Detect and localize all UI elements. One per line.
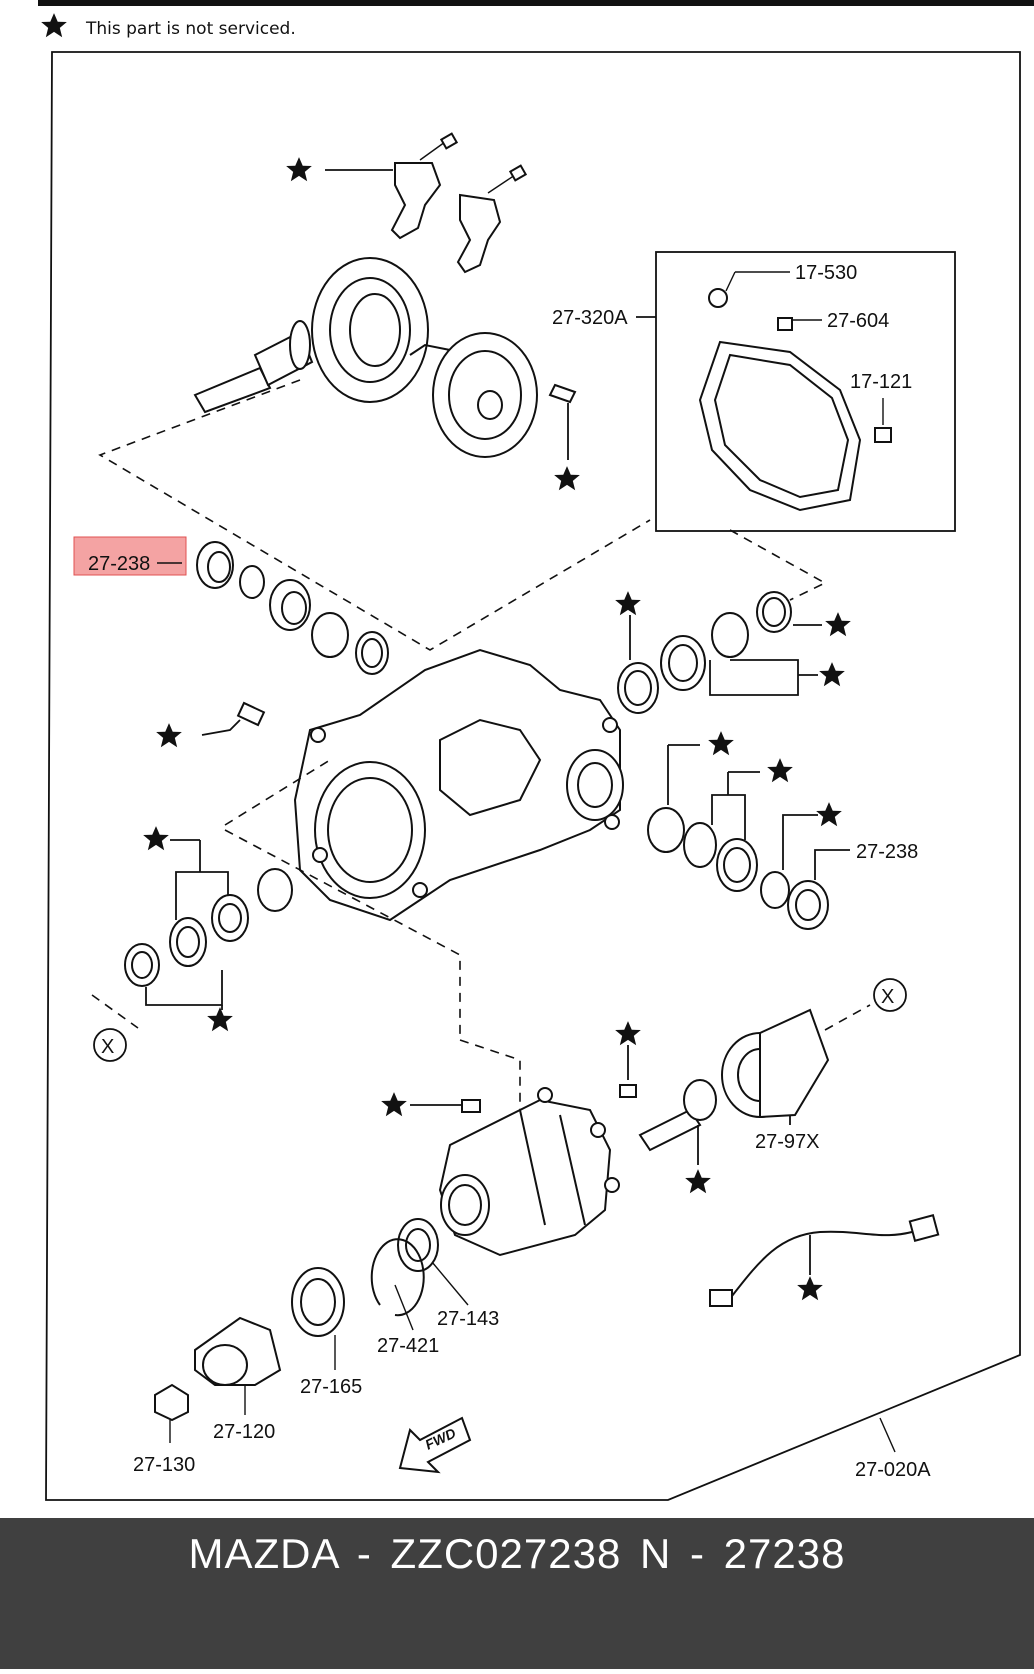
side-bearing-right-upper [617,591,792,714]
callout-x-right [873,978,907,1012]
star-icon [554,466,580,491]
legend-star-icon [41,13,67,38]
legend-text: This part is not serviced. [85,19,296,39]
footer-part-number: MAZDA - ZZC027238 N - 27238 [188,1530,846,1577]
callout-x-right-text: X [881,986,894,1008]
label-27-238: 27-238 [856,841,918,863]
label-27-165: 27-165 [300,1376,362,1398]
differential-housing [293,648,624,922]
star-icon [819,662,845,687]
star-icon [286,157,312,182]
front-seal-parts [154,1218,439,1422]
star-icon [797,1276,823,1301]
rear-cover-box [655,251,956,532]
star-icon [143,826,169,851]
label-27-320A: 27-320A [552,307,628,329]
label-27-020A: 27-020A [855,1459,931,1481]
companion-flange-upper [619,1008,830,1152]
pinion-bearing-stack [196,541,389,675]
star-icon [767,758,793,783]
fwd-arrow-icon: FWD [398,1416,472,1474]
sensor-harness [709,1214,940,1307]
label-27-143: 27-143 [437,1308,499,1330]
side-bearing-left [124,868,293,987]
label-27-604: 27-604 [827,310,889,332]
star-icon [381,1092,407,1117]
callout-x-left [93,1028,127,1062]
star-icon [708,731,734,756]
label-27-130: 27-130 [133,1454,195,1476]
star-icon [685,1169,711,1194]
label-27-238-highlight: 27-238 [88,553,150,575]
label-17-530: 17-530 [795,262,857,284]
star-icon [816,802,842,827]
front-cover-assembly [438,1087,620,1257]
star-icon [156,723,182,748]
label-27-120: 27-120 [213,1421,275,1443]
label-27-421: 27-421 [377,1335,439,1357]
footer-bar [0,1518,1034,1669]
star-icon [615,1021,641,1046]
label-17-121: 17-121 [850,371,912,393]
star-icon [207,1007,233,1032]
ring-pinion-gear [193,257,577,458]
callout-x-left-text: X [101,1036,114,1058]
bearing-cap-group [390,132,528,274]
highlight-box [73,536,187,576]
label-27-97X: 27-97X [755,1131,820,1153]
side-bearing-right-lower [647,807,829,930]
star-icon [825,612,851,637]
star-icon [615,591,641,616]
diagram-frame [45,51,1021,1501]
